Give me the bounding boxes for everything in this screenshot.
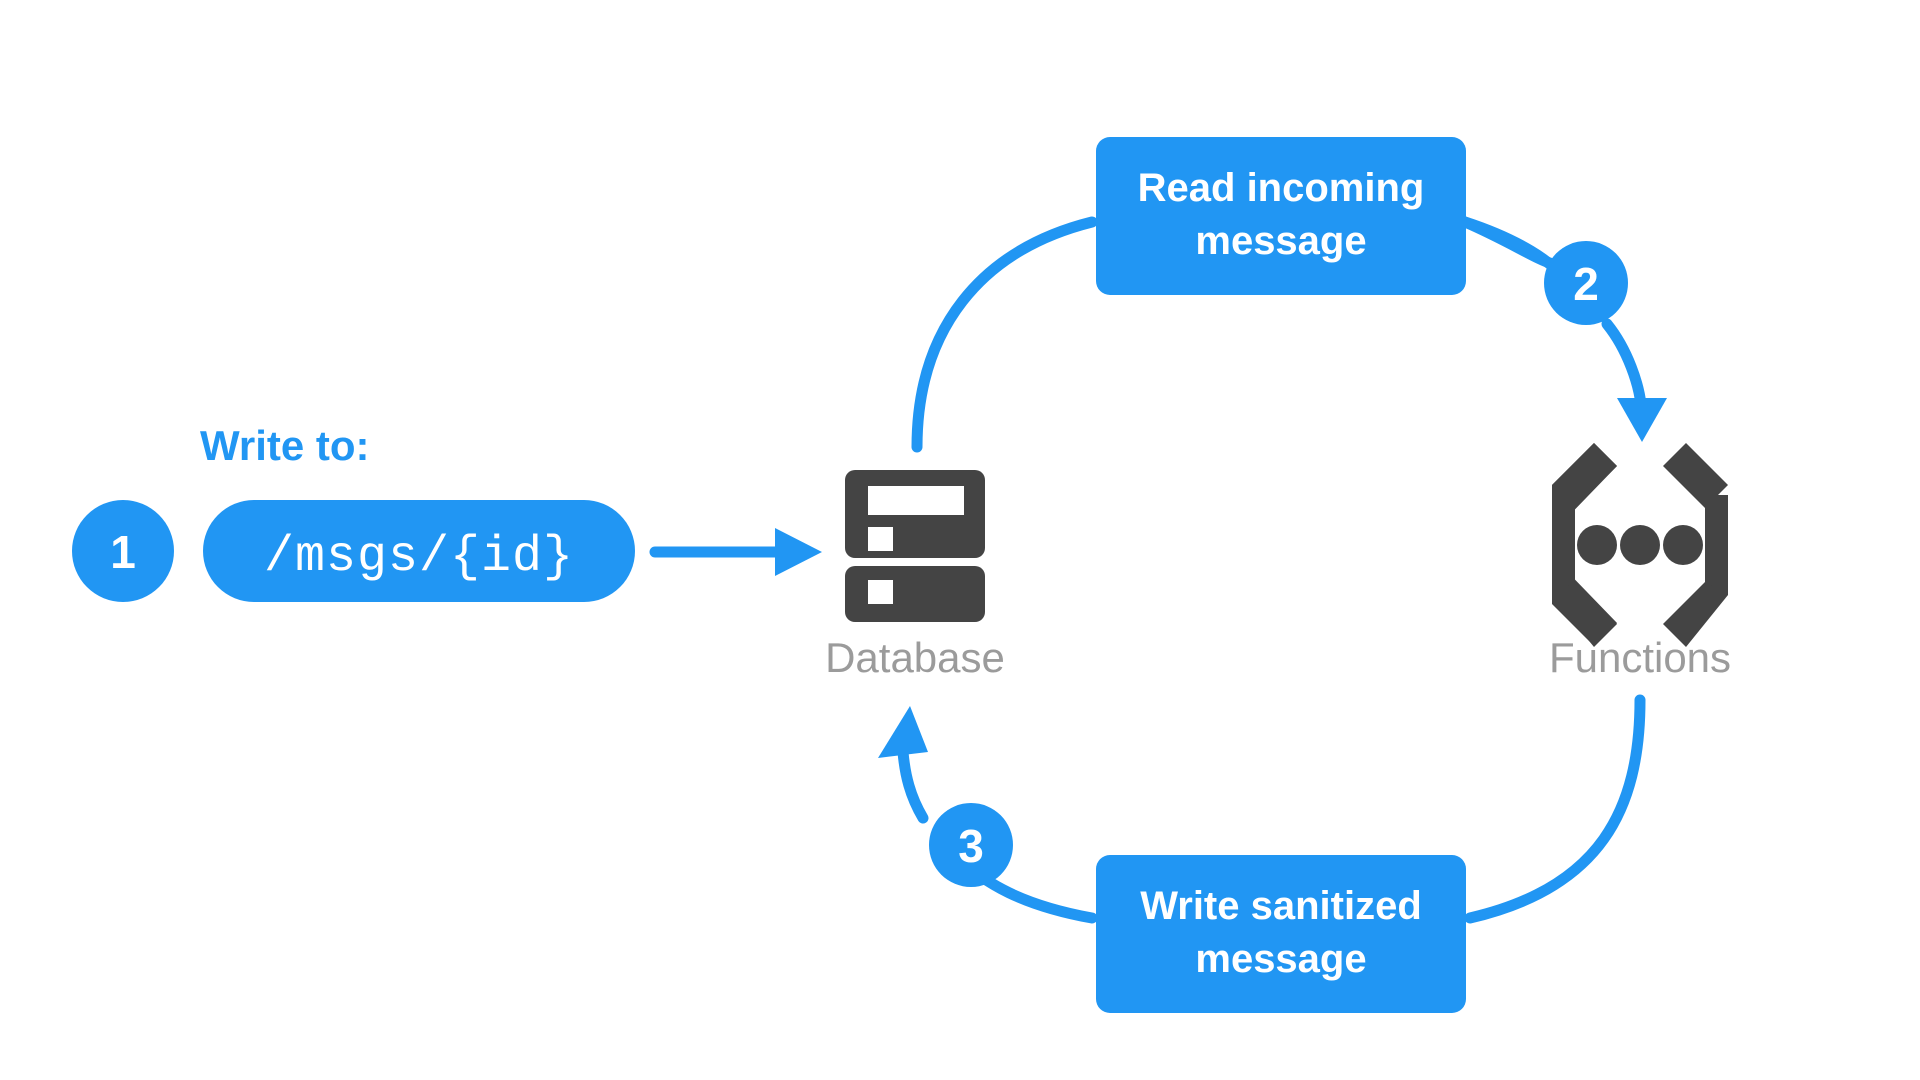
- step-badge-3[interactable]: 3: [929, 803, 1013, 887]
- connector-functions-to-write: [1464, 694, 1646, 924]
- write-to-label: Write to:: [200, 422, 370, 469]
- service-database[interactable]: Database: [825, 470, 1005, 681]
- step-badge-number: 2: [1573, 258, 1599, 310]
- service-label-database: Database: [825, 634, 1005, 681]
- server-unit-bottom: [845, 566, 985, 622]
- step-badge-circle: [929, 803, 1013, 887]
- server-led-top: [868, 527, 893, 551]
- ellipsis-dot-3: [1663, 525, 1703, 565]
- bracket-right-stem: [1705, 495, 1728, 595]
- step-badge-2[interactable]: 2: [1544, 241, 1628, 325]
- path-pill-background: [203, 500, 635, 602]
- action-box-line-1: Read incoming: [1138, 166, 1425, 210]
- service-label-functions: Functions: [1549, 634, 1731, 681]
- server-rack-icon: [845, 470, 985, 622]
- path-pill[interactable]: /msgs/{id}: [203, 500, 635, 602]
- bracket-right-top: [1663, 443, 1728, 508]
- arrowhead-icon: [775, 528, 822, 576]
- bracket-left-stem: [1552, 495, 1575, 595]
- ellipsis-dot-2: [1620, 525, 1660, 565]
- step-badge-circle: [1544, 241, 1628, 325]
- bracket-right-bottom: [1663, 582, 1728, 647]
- action-box-line-2: message: [1195, 937, 1366, 981]
- bracket-left-top: [1552, 443, 1617, 508]
- connector-segment-d: [897, 746, 929, 824]
- bracket-left-bottom: [1552, 582, 1617, 647]
- connector-segment-b: [1601, 318, 1647, 411]
- action-box-line-2: message: [1195, 219, 1366, 263]
- path-pill-value: /msgs/{id}: [264, 529, 574, 586]
- arrowhead-icon: [1617, 398, 1667, 442]
- action-box-read-incoming[interactable]: Read incoming message: [1096, 137, 1466, 295]
- connector-pill-to-database: [649, 528, 822, 576]
- action-box-background: [1096, 855, 1466, 1013]
- server-status-bar: [868, 486, 964, 515]
- step-badge-1[interactable]: 1: [72, 500, 174, 602]
- step-badge-circle: [72, 500, 174, 602]
- server-led-bottom: [868, 580, 893, 604]
- step-badge-number: 1: [110, 526, 136, 578]
- curly-braces-ellipsis-icon: [1552, 443, 1728, 647]
- service-functions[interactable]: Functions: [1549, 443, 1731, 681]
- step-badge-number: 3: [958, 820, 984, 872]
- connector-database-to-read: [911, 216, 1098, 453]
- arrowhead-icon: [878, 706, 928, 758]
- ellipsis-dot-1: [1577, 525, 1617, 565]
- action-box-line-1: Write sanitized: [1140, 884, 1422, 928]
- action-box-background: [1096, 137, 1466, 295]
- action-box-write-sanitized[interactable]: Write sanitized message: [1096, 855, 1466, 1013]
